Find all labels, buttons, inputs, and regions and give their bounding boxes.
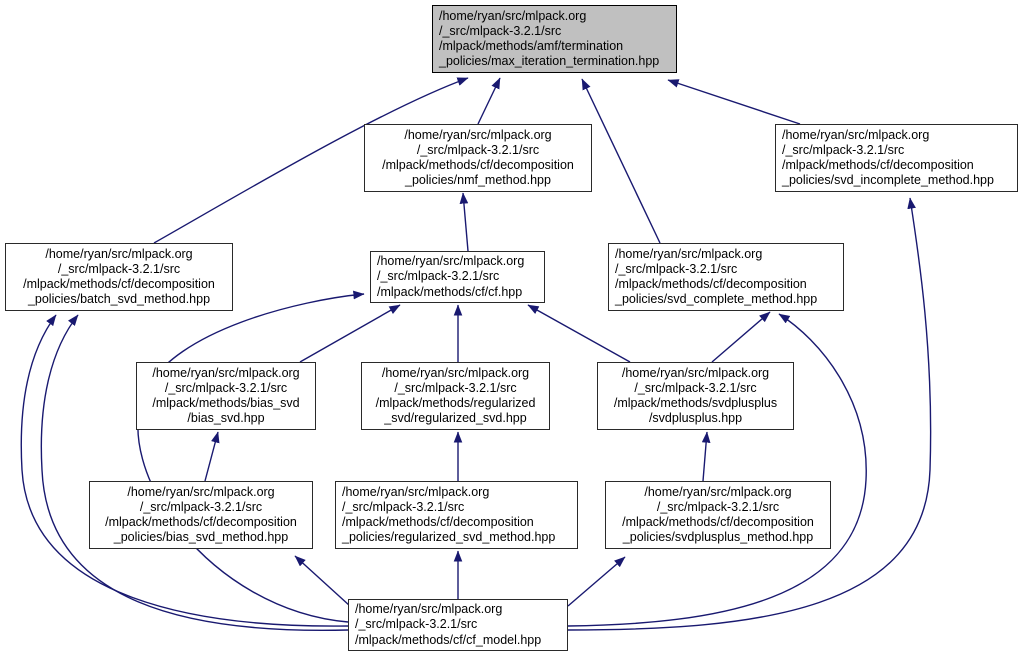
graph-edge (567, 556, 626, 607)
node-label-line: /mlpack/methods/cf/decomposition (382, 158, 574, 172)
graph-edge (711, 311, 771, 363)
node-label-line: /mlpack/methods/amf/termination (439, 39, 624, 53)
node-label-line: /home/ryan/src/mlpack.org (127, 484, 275, 499)
node-label-line: _policies/svd_complete_method.hpp (615, 292, 818, 307)
graph-node-bias_svd_method[interactable]: /home/ryan/src/mlpack.org/_src/mlpack-3.… (89, 481, 313, 549)
graph-edge (667, 79, 801, 125)
node-label-line: /home/ryan/src/mlpack.org (342, 484, 490, 499)
node-label-line: /bias_svd.hpp (187, 411, 265, 426)
node-label-line: /_src/mlpack-3.2.1/src (615, 261, 738, 276)
graph-edge (137, 290, 365, 623)
node-label-line: /_src/mlpack-3.2.1/src (656, 499, 780, 514)
graph-edge (567, 313, 867, 627)
node-label-line: /_src/mlpack-3.2.1/src (439, 23, 562, 38)
node-label-line: /home/ryan/src/mlpack.org (45, 246, 193, 261)
node-label-line: /_src/mlpack-3.2.1/src (139, 499, 263, 514)
node-label-line: /home/ryan/src/mlpack.org (615, 246, 763, 261)
graph-edge (20, 314, 349, 627)
graph-edge (527, 304, 631, 363)
graph-edge (40, 314, 349, 632)
node-label-line: /mlpack/methods/bias_svd (152, 396, 300, 410)
graph-node-max_iteration_termination[interactable]: /home/ryan/src/mlpack.org/_src/mlpack-3.… (432, 5, 677, 73)
graph-edge (477, 77, 501, 125)
graph-edge (701, 431, 711, 482)
graph-node-bias_svd[interactable]: /home/ryan/src/mlpack.org/_src/mlpack-3.… (136, 362, 316, 430)
node-label-line: /mlpack/methods/cf/decomposition (782, 158, 974, 172)
graph-node-regularized_svd_method[interactable]: /home/ryan/src/mlpack.org/_src/mlpack-3.… (335, 481, 578, 549)
node-label-line: /mlpack/methods/cf/cf.hpp (377, 284, 523, 299)
graph-edge (204, 431, 220, 482)
node-label-line: _policies/svd_incomplete_method.hpp (782, 173, 994, 188)
node-label-line: /mlpack/methods/cf/decomposition (615, 277, 807, 291)
graph-edge (567, 197, 932, 631)
node-label-line: _policies/regularized_svd_method.hpp (342, 530, 556, 545)
node-label-line: /svdplusplus.hpp (648, 411, 743, 426)
node-label-line: /home/ryan/src/mlpack.org (644, 484, 792, 499)
node-label-line: /mlpack/methods/svdplusplus (613, 396, 778, 410)
node-label-line: /mlpack/methods/cf/decomposition (23, 277, 215, 291)
graph-node-svd_complete_method[interactable]: /home/ryan/src/mlpack.org/_src/mlpack-3.… (608, 243, 844, 311)
node-label-line: _policies/nmf_method.hpp (405, 173, 551, 188)
graph-node-nmf_method[interactable]: /home/ryan/src/mlpack.org/_src/mlpack-3.… (364, 124, 592, 192)
node-label-line: /mlpack/methods/cf/cf_model.hpp (355, 632, 542, 647)
node-label-line: /_src/mlpack-3.2.1/src (342, 499, 465, 514)
graph-node-svdplusplus_method[interactable]: /home/ryan/src/mlpack.org/_src/mlpack-3.… (605, 481, 831, 549)
node-label-line: /_src/mlpack-3.2.1/src (394, 380, 517, 395)
node-label-line: /_src/mlpack-3.2.1/src (355, 617, 478, 632)
node-label-line: _policies/bias_svd_method.hpp (113, 530, 289, 545)
node-label-line: /_src/mlpack-3.2.1/src (782, 142, 905, 157)
node-label-line: /mlpack/methods/regularized (375, 396, 536, 410)
node-label-line: /home/ryan/src/mlpack.org (377, 254, 525, 269)
node-label-line: /home/ryan/src/mlpack.org (621, 365, 770, 380)
node-label-line: _policies/max_iteration_termination.hpp (439, 54, 660, 69)
node-label-line: /_src/mlpack-3.2.1/src (57, 261, 181, 276)
node-label-line: _policies/svdplusplus_method.hpp (622, 530, 814, 545)
node-label-line: /home/ryan/src/mlpack.org (355, 602, 503, 617)
graph-edge (153, 77, 469, 244)
graph-edge (299, 304, 401, 363)
node-label-line: /home/ryan/src/mlpack.org (381, 365, 530, 380)
node-label-line: /mlpack/methods/cf/decomposition (105, 515, 297, 529)
graph-node-regularized_svd[interactable]: /home/ryan/src/mlpack.org/_src/mlpack-3.… (361, 362, 550, 430)
node-label-line: /_src/mlpack-3.2.1/src (416, 142, 540, 157)
node-label-line: /mlpack/methods/cf/decomposition (342, 515, 534, 529)
node-label-line: /home/ryan/src/mlpack.org (439, 8, 587, 23)
node-label-line: _svd/regularized_svd.hpp (384, 411, 527, 426)
graph-node-cf_hpp[interactable]: /home/ryan/src/mlpack.org/_src/mlpack-3.… (370, 251, 545, 303)
node-label-line: /home/ryan/src/mlpack.org (152, 365, 300, 380)
graph-node-svd_incomplete_method[interactable]: /home/ryan/src/mlpack.org/_src/mlpack-3.… (775, 124, 1018, 192)
graph-node-svdplusplus[interactable]: /home/ryan/src/mlpack.org/_src/mlpack-3.… (597, 362, 794, 430)
graph-node-batch_svd_method[interactable]: /home/ryan/src/mlpack.org/_src/mlpack-3.… (5, 243, 233, 311)
node-label-line: /home/ryan/src/mlpack.org (404, 127, 552, 142)
node-label-line: /_src/mlpack-3.2.1/src (377, 269, 500, 284)
node-label-line: _policies/batch_svd_method.hpp (27, 292, 211, 307)
node-label-line: /home/ryan/src/mlpack.org (782, 127, 930, 142)
node-label-line: /mlpack/methods/cf/decomposition (622, 515, 814, 529)
graph-edge (294, 555, 351, 607)
node-label-line: /_src/mlpack-3.2.1/src (634, 380, 757, 395)
node-label-line: /_src/mlpack-3.2.1/src (164, 380, 288, 395)
graph-edge (581, 78, 661, 244)
graph-edge (459, 192, 469, 252)
graph-node-cf_model[interactable]: /home/ryan/src/mlpack.org/_src/mlpack-3.… (348, 599, 568, 651)
